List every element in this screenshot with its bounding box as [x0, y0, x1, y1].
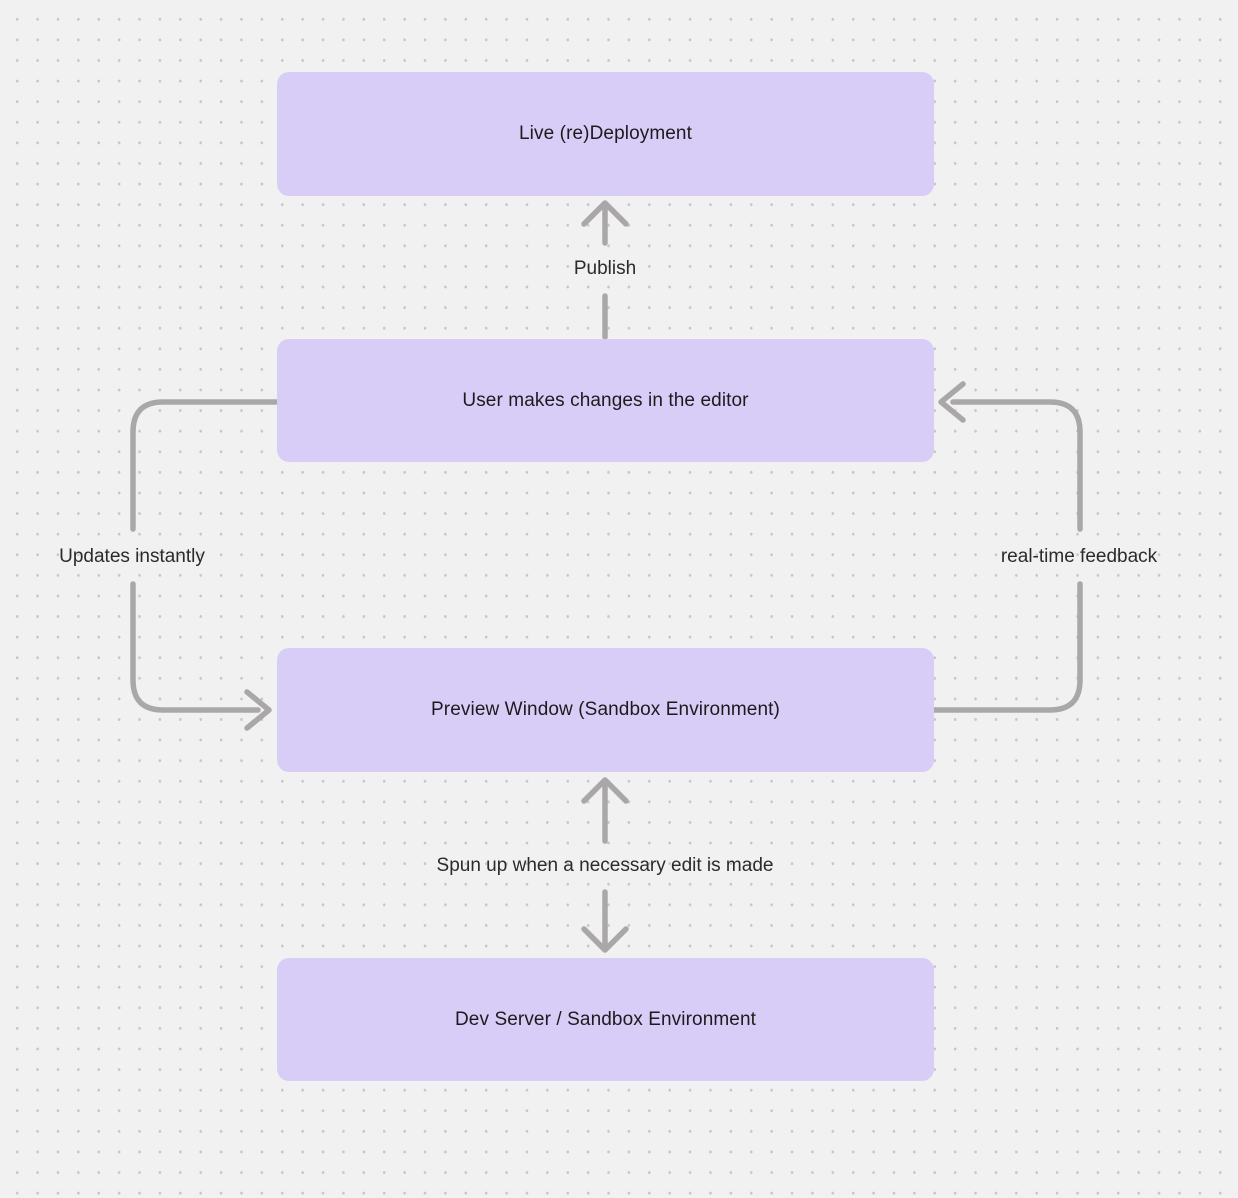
- edge-updates-line-upper: [130, 399, 280, 532]
- node-dev-server[interactable]: Dev Server / Sandbox Environment: [277, 958, 934, 1081]
- node-live-redeployment[interactable]: Live (re)Deployment: [277, 72, 934, 196]
- edge-label-spun-up: Spun up when a necessary edit is made: [436, 855, 774, 876]
- edge-realtime-line-upper: [950, 399, 1083, 532]
- node-user-editor-label: User makes changes in the editor: [462, 389, 749, 411]
- node-dev-server-label: Dev Server / Sandbox Environment: [454, 1008, 756, 1030]
- edge-updates-line-lower: [130, 581, 261, 713]
- edge-spunup-arrowhead-up-icon: [581, 777, 629, 804]
- edge-realtime-arrowhead-left-icon: [938, 381, 966, 423]
- node-live-redeployment-label: Live (re)Deployment: [519, 123, 692, 144]
- node-preview-window-label: Preview Window (Sandbox Environment): [431, 699, 780, 720]
- edge-label-publish: Publish: [573, 258, 637, 279]
- edge-updates-arrowhead-right-icon: [244, 689, 272, 731]
- edge-spunup-arrowhead-down-icon: [581, 926, 629, 953]
- node-preview-window[interactable]: Preview Window (Sandbox Environment): [277, 648, 934, 772]
- edge-label-updates-instantly: Updates instantly: [59, 546, 205, 567]
- edge-label-real-time-feedback: real-time feedback: [1000, 546, 1158, 567]
- edge-publish-arrowhead-up-icon: [581, 200, 629, 227]
- edge-realtime-line-lower: [931, 581, 1083, 713]
- node-user-editor[interactable]: User makes changes in the editor: [277, 339, 934, 462]
